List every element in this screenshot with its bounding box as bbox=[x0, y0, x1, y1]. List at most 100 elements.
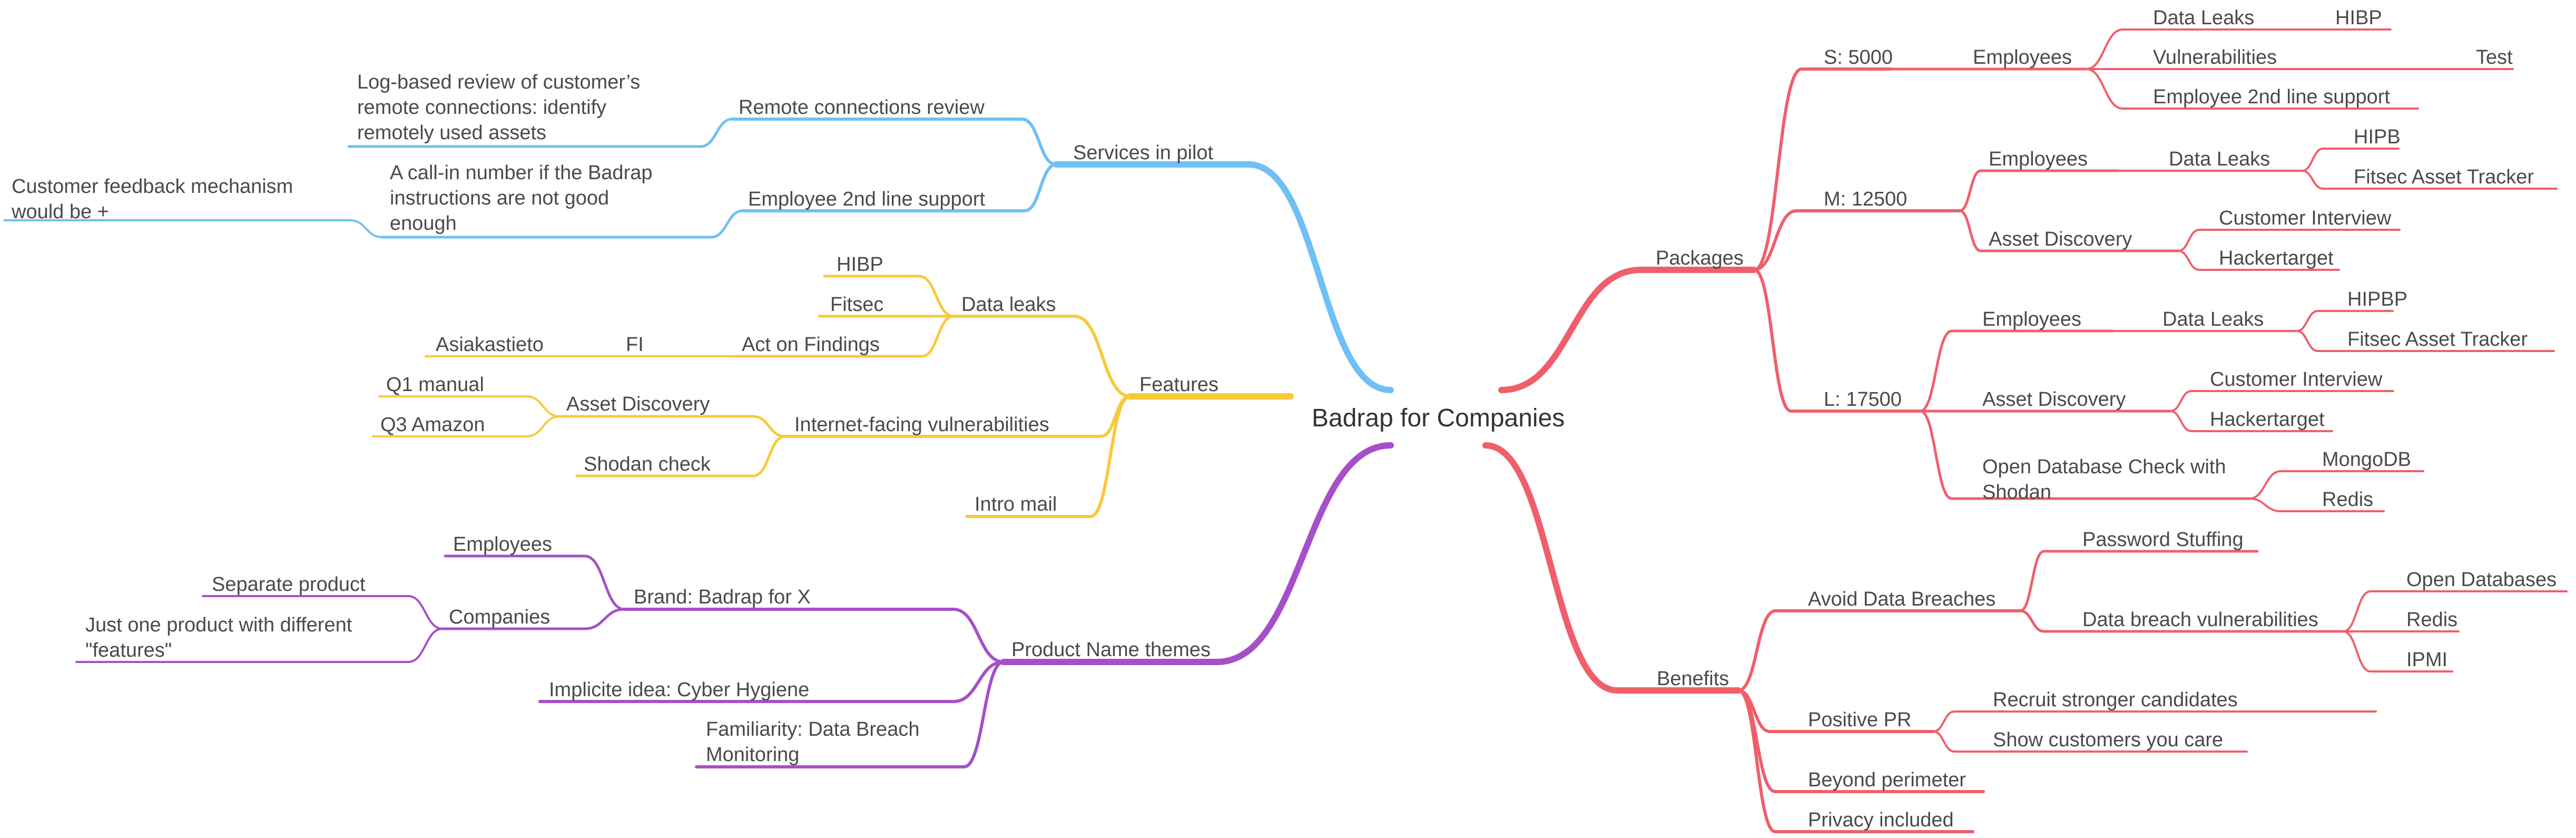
topic-m-hipb[interactable]: HIPB bbox=[2354, 126, 2401, 148]
link-opendb-redis bbox=[2248, 498, 2385, 512]
topic-l-data-leaks[interactable]: Data Leaks bbox=[2162, 308, 2264, 330]
topic-q3-amazon[interactable]: Q3 Amazon bbox=[380, 414, 485, 436]
link-l-opendb bbox=[1919, 410, 2251, 500]
topic-separate-product[interactable]: Separate product bbox=[212, 573, 366, 596]
topic-package-l[interactable]: L: 17500 bbox=[1824, 388, 1902, 411]
topic-m-hackertarget[interactable]: Hackertarget bbox=[2219, 247, 2334, 269]
topic-packages[interactable]: Packages bbox=[1656, 247, 1744, 269]
topic-show-customers[interactable]: Show customers you care bbox=[1993, 729, 2224, 751]
topic-one-product[interactable]: Just one product with different "feature… bbox=[85, 614, 352, 661]
topic-m-customer-interview[interactable]: Customer Interview bbox=[2219, 207, 2392, 229]
link-masset-hacker bbox=[2177, 250, 2340, 271]
link-companies-one bbox=[75, 628, 444, 663]
link-asset-q3 bbox=[372, 415, 561, 437]
link-brand-employees bbox=[444, 554, 626, 611]
topic-s-data-leaks[interactable]: Data Leaks bbox=[2153, 7, 2255, 29]
topic-l-customer-interview[interactable]: Customer Interview bbox=[2210, 368, 2383, 391]
topic-beyond-perimeter[interactable]: Beyond perimeter bbox=[1808, 769, 1966, 791]
link-packages-s bbox=[1753, 67, 1893, 271]
topic-intro-mail[interactable]: Intro mail bbox=[975, 493, 1057, 515]
link-companies-separate bbox=[202, 595, 444, 630]
topic-avoid-data-breaches[interactable]: Avoid Data Breaches bbox=[1808, 588, 1996, 610]
topic-s-employees[interactable]: Employees bbox=[1973, 46, 2072, 69]
link-m-asset bbox=[1958, 209, 2180, 252]
topic-m-fitsec[interactable]: Fitsec Asset Tracker bbox=[2354, 166, 2534, 188]
topic-act-on-findings[interactable]: Act on Findings bbox=[742, 334, 880, 356]
topic-shodan-check[interactable]: Shodan check bbox=[584, 453, 711, 475]
link-semp-2ndline bbox=[2085, 68, 2419, 110]
topic-l-mongodb[interactable]: MongoDB bbox=[2322, 449, 2411, 471]
link-root-names bbox=[1000, 442, 1394, 665]
topic-m-asset-discovery[interactable]: Asset Discovery bbox=[1989, 228, 2132, 250]
link-features-dataleaks bbox=[952, 315, 1132, 398]
topic-services-in-pilot[interactable]: Services in pilot bbox=[1073, 142, 1214, 164]
link-benefits-privacy bbox=[1737, 689, 1974, 833]
topic-implicit-idea[interactable]: Implicite idea: Cyber Hygiene bbox=[549, 679, 810, 701]
topic-familiarity[interactable]: Familiarity: Data Breach Monitoring bbox=[706, 718, 920, 766]
topic-positive-pr[interactable]: Positive PR bbox=[1808, 709, 1912, 731]
topic-features[interactable]: Features bbox=[1139, 374, 1218, 396]
link-brand-companies bbox=[441, 608, 626, 630]
link-vulns-opendb bbox=[2342, 590, 2568, 632]
link-vulns-ipmi bbox=[2342, 630, 2453, 673]
topic-l-hipbp[interactable]: HIPBP bbox=[2347, 288, 2408, 310]
topic-open-databases[interactable]: Open Databases bbox=[2406, 569, 2557, 591]
link-ldl-hipbp bbox=[2296, 310, 2394, 332]
topic-privacy-included[interactable]: Privacy included bbox=[1808, 809, 1954, 831]
link-features-intro bbox=[965, 395, 1132, 518]
link-services-2ndline bbox=[741, 163, 1058, 212]
topic-b-redis[interactable]: Redis bbox=[2406, 609, 2458, 631]
note-customer-feedback[interactable]: Customer feedback mechanism would be + bbox=[12, 176, 293, 223]
topic-m-data-leaks[interactable]: Data Leaks bbox=[2169, 148, 2270, 170]
topic-fitsec[interactable]: Fitsec bbox=[830, 294, 884, 316]
topic-asset-discovery[interactable]: Asset Discovery bbox=[566, 393, 710, 415]
link-names-implicit bbox=[538, 660, 1005, 703]
topic-l-asset-discovery[interactable]: Asset Discovery bbox=[1982, 388, 2126, 411]
note-remote-connections-review[interactable]: Log-based review of customer’s remote co… bbox=[357, 71, 641, 144]
topic-package-s[interactable]: S: 5000 bbox=[1824, 46, 1893, 69]
link-vulns-asset bbox=[558, 415, 786, 438]
topic-brand-companies[interactable]: Companies bbox=[449, 606, 550, 628]
topic-s-test[interactable]: Test bbox=[2476, 46, 2513, 69]
topic-remote-connections-review[interactable]: Remote connections review bbox=[739, 96, 985, 119]
topic-l-fitsec[interactable]: Fitsec Asset Tracker bbox=[2347, 328, 2528, 350]
topic-q1-manual[interactable]: Q1 manual bbox=[386, 374, 484, 396]
topic-asiakastieto[interactable]: Asiakastieto bbox=[436, 334, 544, 356]
topic-data-breach-vulnerabilities[interactable]: Data breach vulnerabilities bbox=[2082, 609, 2318, 631]
topic-data-leaks[interactable]: Data leaks bbox=[961, 294, 1056, 316]
topic-password-stuffing[interactable]: Password Stuffing bbox=[2082, 529, 2244, 551]
topic-benefits[interactable]: Benefits bbox=[1657, 668, 1729, 690]
link-lasset-hacker bbox=[2169, 410, 2333, 432]
topic-fi[interactable]: FI bbox=[626, 334, 644, 356]
topic-internet-facing-vulnerabilities[interactable]: Internet-facing vulnerabilities bbox=[794, 414, 1049, 436]
link-benefits-avoid bbox=[1737, 609, 2022, 692]
link-masset-interview bbox=[2177, 229, 2401, 252]
topic-s-2nd-line-support[interactable]: Employee 2nd line support bbox=[2153, 86, 2390, 108]
link-pr-show bbox=[1932, 730, 2248, 753]
topic-m-employees[interactable]: Employees bbox=[1989, 148, 2088, 170]
topic-l-employees[interactable]: Employees bbox=[1982, 308, 2081, 330]
link-opendb-mongodb bbox=[2248, 470, 2424, 500]
topic-l-redis[interactable]: Redis bbox=[2322, 489, 2374, 511]
link-m-employees bbox=[1958, 169, 2119, 212]
topic-hibp[interactable]: HIBP bbox=[837, 254, 883, 276]
link-pr-recruit bbox=[1932, 710, 2377, 733]
topic-brand-employees[interactable]: Employees bbox=[453, 533, 552, 556]
link-ldl-fitsec bbox=[2296, 330, 2555, 352]
root-topic[interactable]: Badrap for Companies bbox=[1312, 404, 1565, 432]
topic-s-hibp[interactable]: HIBP bbox=[2335, 7, 2382, 29]
topic-package-m[interactable]: M: 12500 bbox=[1824, 188, 1908, 210]
topic-product-name-themes[interactable]: Product Name themes bbox=[1011, 639, 1211, 661]
topic-brand[interactable]: Brand: Badrap for X bbox=[634, 586, 811, 608]
topic-employee-2nd-line-support[interactable]: Employee 2nd line support bbox=[748, 188, 985, 210]
topic-ipmi[interactable]: IPMI bbox=[2406, 649, 2448, 671]
link-root-benefits bbox=[1482, 442, 1742, 694]
topic-l-open-database-check[interactable]: Open Database Check with Shodan bbox=[1982, 456, 2226, 503]
topic-recruit[interactable]: Recruit stronger candidates bbox=[1993, 689, 2238, 711]
note-employee-2nd-line-support[interactable]: A call-in number if the Badrap instructi… bbox=[390, 162, 653, 235]
topic-s-vulnerabilities[interactable]: Vulnerabilities bbox=[2153, 46, 2277, 69]
link-root-packages bbox=[1498, 267, 1757, 393]
topic-l-hackertarget[interactable]: Hackertarget bbox=[2210, 408, 2325, 431]
